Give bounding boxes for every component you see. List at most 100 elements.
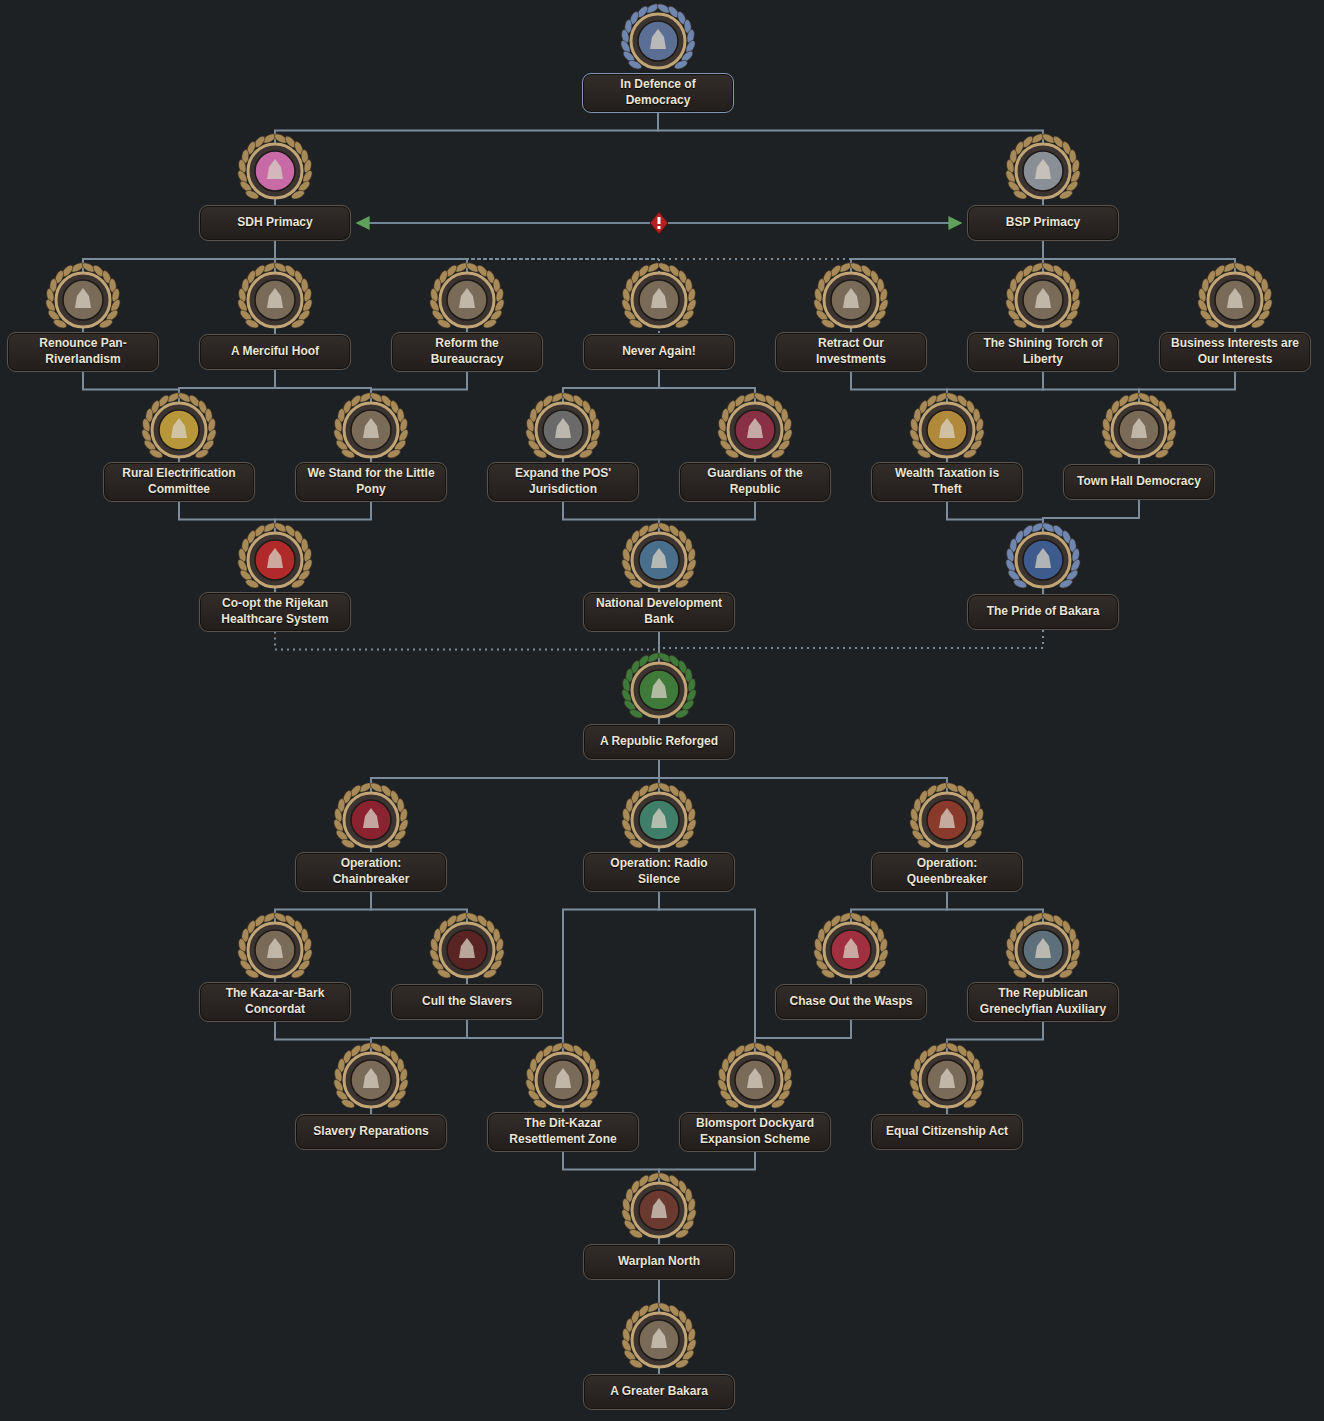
icon-emblem xyxy=(1023,930,1063,970)
focus-name: Wealth Taxation is Theft xyxy=(879,466,1015,497)
icon-emblem xyxy=(1119,410,1159,450)
icon-emblem xyxy=(639,1320,679,1360)
focus-name: Never Again! xyxy=(622,344,696,360)
icon-emblem xyxy=(543,1060,583,1100)
focus-label: Renounce Pan-Riverlandism xyxy=(7,332,159,371)
focus-name: A Merciful Hoof xyxy=(231,344,319,360)
icon-glyph xyxy=(939,418,955,438)
icon-emblem xyxy=(351,800,391,840)
focus-icon xyxy=(524,1041,602,1110)
focus-name: Equal Citizenship Act xyxy=(886,1124,1008,1140)
icon-ring xyxy=(728,1053,782,1107)
focus-name: Operation: Queenbreaker xyxy=(879,856,1015,887)
icon-emblem xyxy=(927,800,967,840)
focus-icon xyxy=(620,521,698,590)
focus-icon xyxy=(1004,521,1082,590)
focus-label: Reform the Bureaucracy xyxy=(391,332,543,371)
icon-ring xyxy=(632,273,686,327)
icon-ring xyxy=(152,403,206,457)
icon-emblem xyxy=(1023,280,1063,320)
prerequisite-line xyxy=(275,241,659,334)
icon-glyph xyxy=(939,1068,955,1088)
icon-ring xyxy=(1016,923,1070,977)
focus-label: A Republic Reforged xyxy=(583,724,735,760)
prerequisite-line xyxy=(851,241,1043,332)
icon-glyph xyxy=(267,938,283,958)
focus-icon xyxy=(428,261,506,330)
focus-label: We Stand for the Little Pony xyxy=(295,462,447,501)
focus-label: Warplan North xyxy=(583,1244,735,1280)
icon-emblem xyxy=(255,280,295,320)
focus-label: Expand the POS' Jurisdiction xyxy=(487,462,639,501)
icon-ring xyxy=(632,533,686,587)
icon-emblem xyxy=(447,280,487,320)
focus-label: The Pride of Bakara xyxy=(967,594,1119,630)
icon-emblem xyxy=(927,1060,967,1100)
focus-icon xyxy=(620,651,698,720)
icon-ring xyxy=(344,1053,398,1107)
prerequisite-line xyxy=(1043,241,1235,332)
icon-glyph xyxy=(459,288,475,308)
focus-label: Equal Citizenship Act xyxy=(871,1114,1023,1150)
icon-ring xyxy=(1016,273,1070,327)
icon-ring xyxy=(536,1053,590,1107)
icon-emblem xyxy=(1215,280,1255,320)
focus-label: Operation: Chainbreaker xyxy=(295,852,447,891)
icon-glyph xyxy=(267,159,283,179)
icon-ring xyxy=(632,1313,686,1367)
focus-name: The Kaza-ar-Bark Concordat xyxy=(207,986,343,1017)
icon-emblem xyxy=(927,410,967,450)
icon-ring xyxy=(920,403,974,457)
prerequisite-line xyxy=(659,630,1043,724)
focus-label: Cull the Slavers xyxy=(391,984,543,1020)
icon-emblem xyxy=(639,540,679,580)
icon-glyph xyxy=(1227,288,1243,308)
icon-ring xyxy=(728,403,782,457)
focus-icon xyxy=(140,391,218,460)
icon-ring xyxy=(248,533,302,587)
icon-ring xyxy=(1016,533,1070,587)
icon-ring xyxy=(824,273,878,327)
prerequisite-line xyxy=(467,241,1043,332)
icon-glyph xyxy=(651,808,667,828)
icon-glyph xyxy=(75,288,91,308)
icon-ring xyxy=(536,403,590,457)
focus-label: The Kaza-ar-Bark Concordat xyxy=(199,982,351,1021)
focus-icon xyxy=(1004,261,1082,330)
focus-label: Operation: Queenbreaker xyxy=(871,852,1023,891)
focus-name: Co-opt the Rijekan Healthcare System xyxy=(207,596,343,627)
focus-name: National Development Bank xyxy=(591,596,727,627)
focus-name: Warplan North xyxy=(618,1254,700,1270)
icon-ring xyxy=(920,793,974,847)
icon-ring xyxy=(440,923,494,977)
prerequisite-line xyxy=(275,632,659,724)
focus-icon xyxy=(332,391,410,460)
focus-name: Chase Out the Wasps xyxy=(790,994,913,1010)
icon-emblem xyxy=(1023,540,1063,580)
icon-emblem xyxy=(735,1060,775,1100)
icon-ring xyxy=(440,273,494,327)
icon-glyph xyxy=(1035,288,1051,308)
focus-icon xyxy=(332,781,410,850)
icon-glyph xyxy=(650,29,666,49)
focus-name: Renounce Pan-Riverlandism xyxy=(15,336,151,367)
focus-label: Slavery Reparations xyxy=(295,1114,447,1150)
focus-icon xyxy=(620,1301,698,1370)
prerequisite-line xyxy=(658,113,1043,205)
focus-label: National Development Bank xyxy=(583,592,735,631)
icon-glyph xyxy=(747,1068,763,1088)
focus-name: The Republican Greneclyfian Auxiliary xyxy=(975,986,1111,1017)
icon-emblem xyxy=(1023,151,1063,191)
icon-emblem xyxy=(831,280,871,320)
focus-label: SDH Primacy xyxy=(199,205,351,241)
icon-ring xyxy=(56,273,110,327)
focus-name: A Greater Bakara xyxy=(610,1384,708,1400)
focus-name: Expand the POS' Jurisdiction xyxy=(495,466,631,497)
icon-glyph xyxy=(651,288,667,308)
icon-ring xyxy=(632,793,686,847)
icon-glyph xyxy=(747,418,763,438)
prerequisite-line xyxy=(83,241,275,332)
focus-name: We Stand for the Little Pony xyxy=(303,466,439,497)
focus-icon xyxy=(1196,261,1274,330)
focus-icon xyxy=(812,261,890,330)
